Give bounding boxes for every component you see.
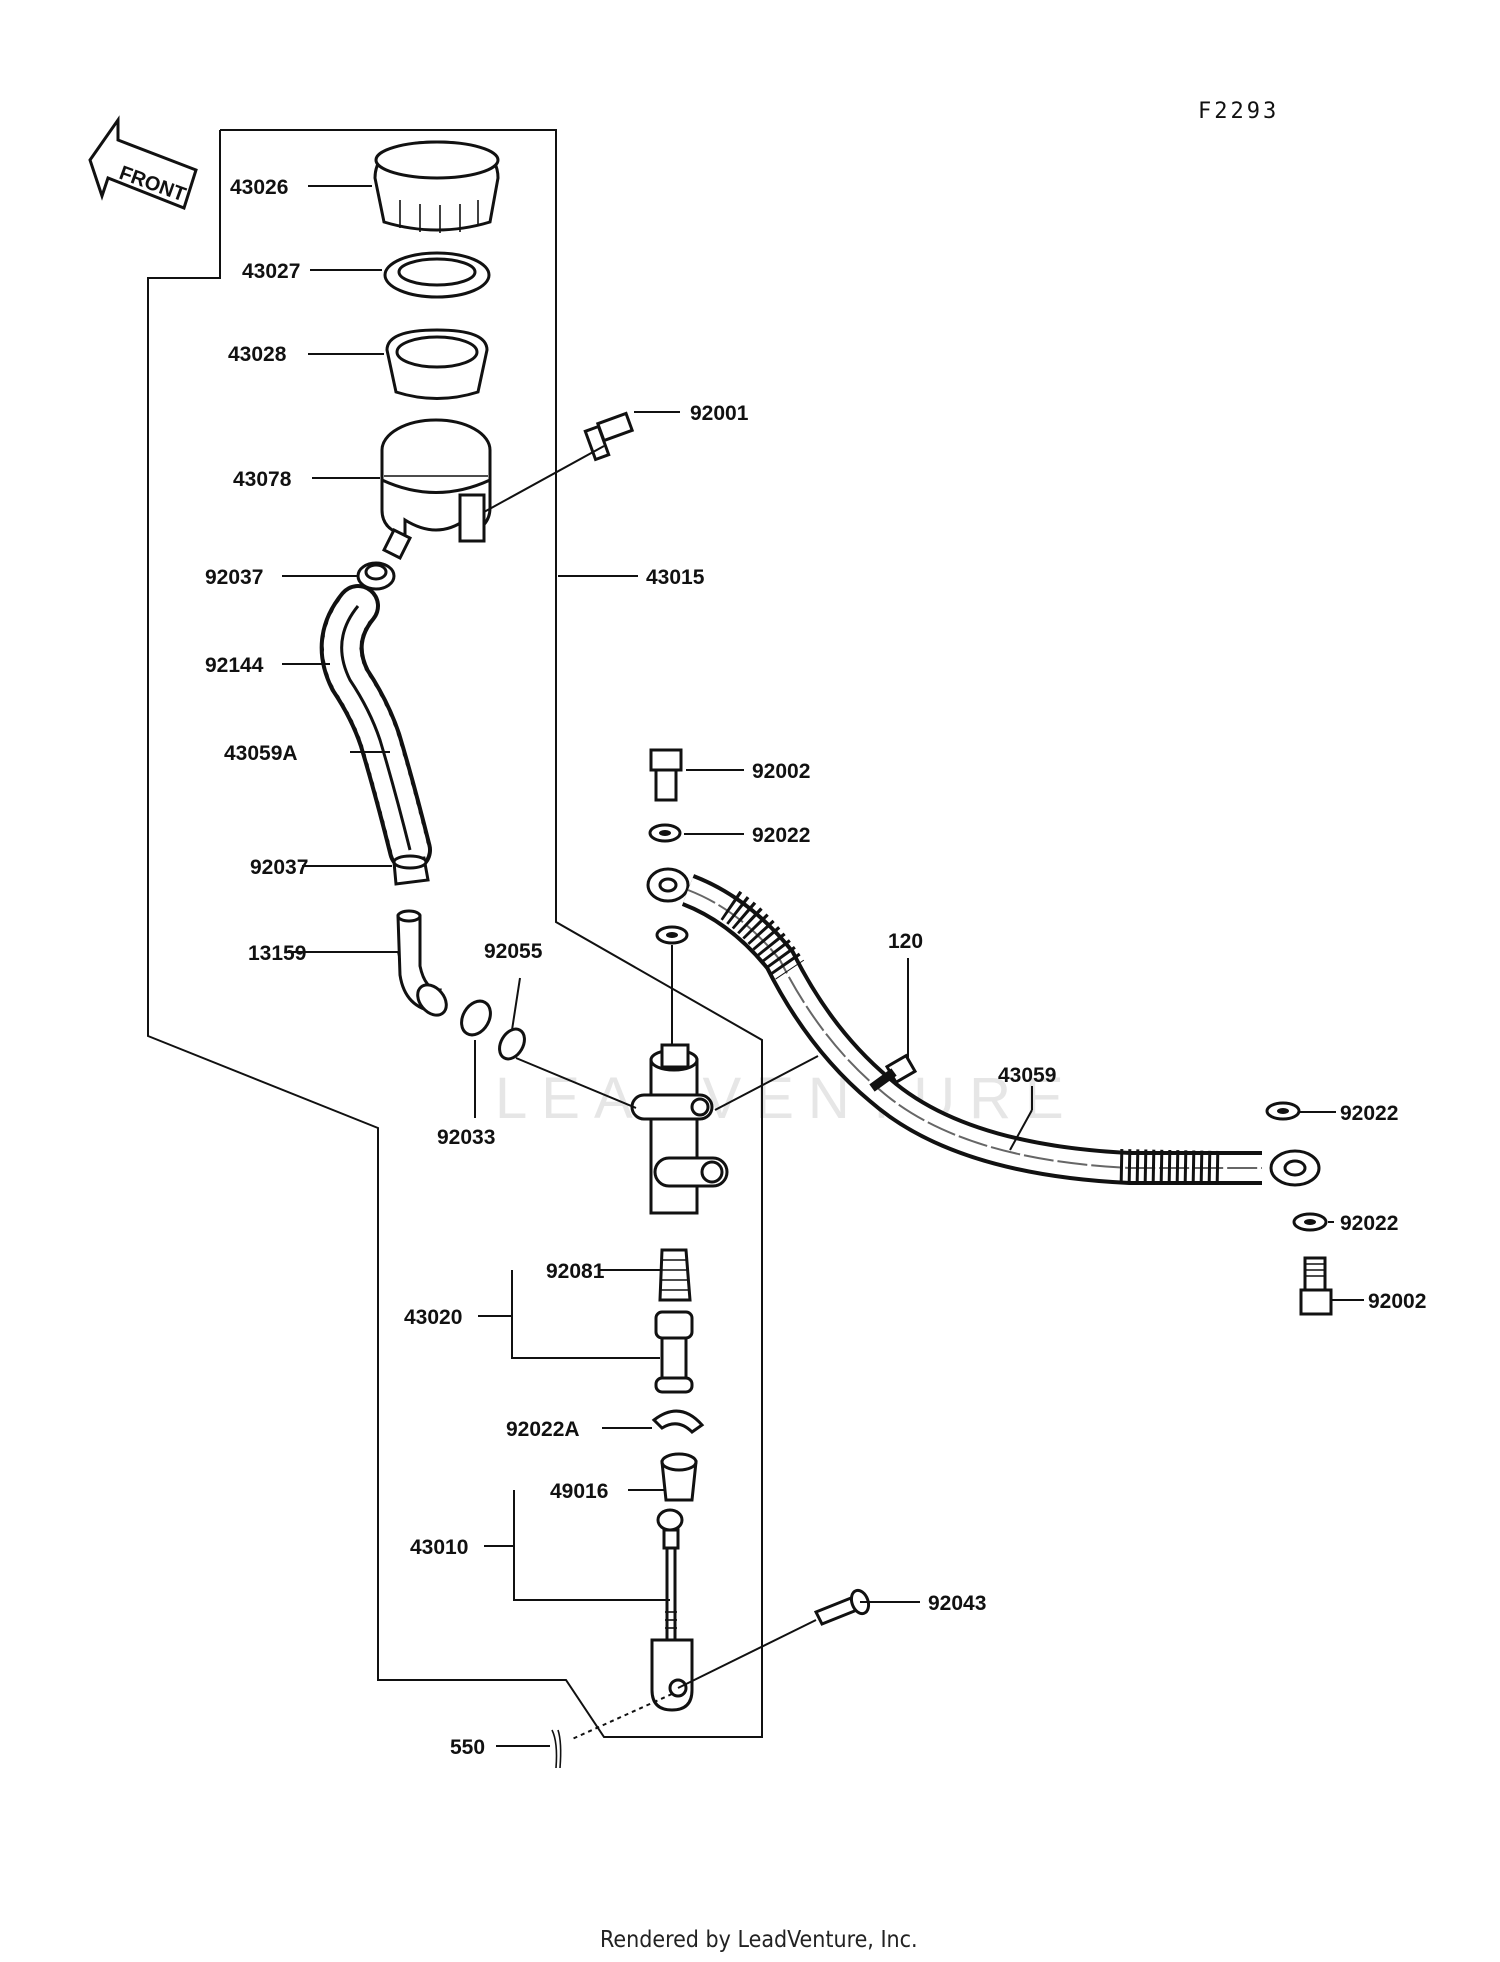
master-cylinder-body-part <box>630 1043 729 1215</box>
label-92043: 92043 <box>928 1592 986 1615</box>
label-92037-bottom: 92037 <box>250 856 308 879</box>
label-92001: 92001 <box>690 402 749 425</box>
clevis-pin-part <box>813 1588 871 1626</box>
o-ring-part <box>498 1027 526 1061</box>
label-43078: 43078 <box>233 468 292 491</box>
watermark: LEADVENTURE <box>495 1066 1078 1131</box>
label-49016: 49016 <box>550 1480 608 1503</box>
label-92022-top: 92022 <box>752 824 810 847</box>
label-92033: 92033 <box>437 1126 495 1149</box>
bolt-92001-part <box>583 411 635 462</box>
spring-part <box>658 1248 692 1302</box>
label-92081: 92081 <box>546 1260 605 1283</box>
label-92055: 92055 <box>484 940 543 963</box>
cotter-pin-part <box>551 1729 562 1769</box>
label-43059A: 43059A <box>224 742 298 765</box>
label-92022-right-lower: 92022 <box>1340 1212 1398 1235</box>
c-clip-part <box>651 1409 705 1434</box>
label-92144: 92144 <box>205 654 264 677</box>
brake-hose-part <box>681 874 1321 1187</box>
push-rod-part <box>650 1508 694 1712</box>
banjo-bolt-top-part <box>649 748 683 802</box>
label-13159: 13159 <box>248 942 306 965</box>
reservoir-cap-part <box>373 140 500 233</box>
front-arrow-icon: FRONT <box>88 115 198 210</box>
part-labels: 43026 43027 43028 92001 43078 43015 9203… <box>205 176 1426 1759</box>
piston-part <box>654 1310 694 1394</box>
banjo-fitting-part <box>646 867 690 903</box>
dust-boot-part <box>660 1452 698 1502</box>
label-43015: 43015 <box>646 566 705 589</box>
label-43026: 43026 <box>230 176 288 199</box>
label-43027: 43027 <box>242 260 300 283</box>
label-120: 120 <box>888 930 923 953</box>
label-43010: 43010 <box>410 1536 468 1559</box>
washer-middle-part <box>655 925 689 945</box>
washer-right-lower-part <box>1292 1212 1328 1232</box>
label-43028: 43028 <box>228 343 287 366</box>
label-43059: 43059 <box>998 1064 1056 1087</box>
label-92002-top: 92002 <box>752 760 810 783</box>
elbow-fitting-part <box>396 909 448 1017</box>
label-550: 550 <box>450 1736 485 1759</box>
screw-120-part <box>869 1053 918 1092</box>
diagram-code: F2293 <box>1198 99 1279 124</box>
washer-top-part <box>648 823 682 843</box>
reservoir-hose-part <box>319 584 432 872</box>
banjo-bolt-right-part <box>1299 1256 1333 1316</box>
reservoir-body-part <box>380 418 492 561</box>
hose-clamp-bottom-part <box>392 854 430 886</box>
footer-credit: Rendered by LeadVenture, Inc. <box>600 1927 918 1953</box>
label-92002-right: 92002 <box>1368 1290 1426 1313</box>
label-92037-top: 92037 <box>205 566 263 589</box>
label-92022A: 92022A <box>506 1418 580 1441</box>
diaphragm-plate-part <box>383 251 491 299</box>
label-43020: 43020 <box>404 1306 462 1329</box>
leader-lines <box>282 185 1364 1747</box>
assembly-outline <box>147 129 763 1738</box>
circlip-part <box>460 999 492 1037</box>
diaphragm-part <box>385 328 489 400</box>
label-92022-right-upper: 92022 <box>1340 1102 1398 1125</box>
washer-right-upper-part <box>1265 1101 1301 1121</box>
